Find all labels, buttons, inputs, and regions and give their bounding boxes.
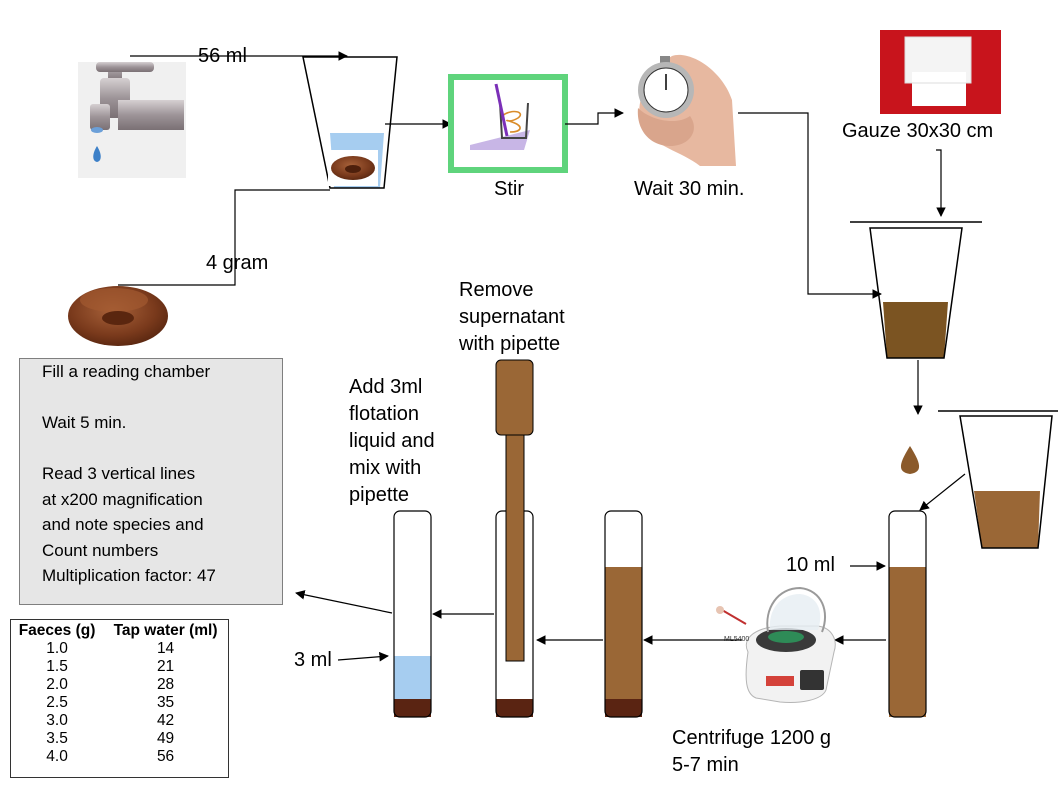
table-header: Faeces (g) bbox=[18, 622, 96, 639]
instruction-line: Wait 5 min. bbox=[42, 413, 127, 432]
table-header: Tap water (ml) bbox=[113, 622, 218, 639]
tube-filled-10ml bbox=[888, 510, 927, 718]
wait-30-label: Wait 30 min. bbox=[634, 178, 745, 200]
instruction-line bbox=[42, 436, 282, 462]
table-cell: 3.5 bbox=[46, 730, 68, 747]
instruction-line: Multiplication factor: 47 bbox=[42, 566, 216, 585]
table-row: 2.5 35 bbox=[11, 694, 228, 712]
faeces-icon bbox=[68, 286, 168, 346]
arrow-to-reading bbox=[295, 590, 393, 614]
table-cell: 21 bbox=[156, 658, 175, 675]
instruction-line bbox=[42, 385, 282, 411]
table-cell: 42 bbox=[156, 712, 175, 729]
table-cell: 56 bbox=[156, 748, 175, 765]
ten-ml-label: 10 ml bbox=[786, 554, 835, 576]
faeces-mass-label: 4 gram bbox=[206, 252, 269, 274]
arrow-to-wait bbox=[565, 108, 624, 125]
instruction-line: Count numbers bbox=[42, 540, 159, 560]
table-cell: 2.5 bbox=[46, 694, 68, 711]
reading-instructions-box: Fill a reading chamber Wait 5 min. Read … bbox=[19, 358, 283, 605]
table-cell: 1.5 bbox=[46, 658, 68, 675]
table-cell: 49 bbox=[156, 730, 175, 747]
instruction-line: and note species and bbox=[42, 515, 204, 534]
faeces-line bbox=[118, 189, 330, 286]
table-row: 2.0 28 bbox=[11, 676, 228, 694]
table-cell: 1.0 bbox=[46, 640, 68, 657]
tap-icon bbox=[78, 62, 186, 178]
table-row: 3.0 42 bbox=[11, 712, 228, 730]
table-cell: 4.0 bbox=[46, 748, 68, 765]
instruction-line: Read 3 vertical lines bbox=[42, 464, 196, 483]
add-flotation-label: Add 3ml flotation liquid and mix with pi… bbox=[349, 376, 435, 506]
arrow-to-tube1 bbox=[919, 473, 966, 511]
table-cell: 14 bbox=[156, 640, 175, 657]
filter-beaker bbox=[850, 221, 982, 359]
filtrate-beaker bbox=[938, 410, 1058, 549]
instruction-line: Fill a reading chamber bbox=[42, 362, 211, 381]
arrow-3ml bbox=[337, 651, 389, 662]
table-cell: 28 bbox=[156, 676, 175, 693]
mixing-beaker bbox=[302, 56, 398, 189]
gauze-icon bbox=[880, 30, 1001, 114]
centrifuge-label: Centrifuge 1200 g 5-7 min bbox=[672, 727, 832, 776]
water-volume-label: 56 ml bbox=[198, 45, 247, 67]
table-row: 1.5 21 bbox=[11, 658, 228, 676]
droplet-icon bbox=[900, 446, 920, 474]
table-row: 1.0 14 bbox=[11, 640, 228, 658]
tube-centrifuged bbox=[604, 510, 643, 718]
stir-label: Stir bbox=[494, 178, 524, 200]
table-cell: 2.0 bbox=[46, 676, 68, 693]
gauze-label: Gauze 30x30 cm bbox=[842, 120, 994, 142]
centrifuge-icon bbox=[716, 586, 836, 703]
table-cell: 35 bbox=[156, 694, 175, 711]
arrow-to-gauze-beaker bbox=[738, 112, 882, 299]
stir-icon bbox=[448, 74, 568, 173]
table-cell: 3.0 bbox=[46, 712, 68, 729]
instruction-line: at x200 magnification bbox=[42, 489, 203, 509]
three-ml-label: 3 ml bbox=[294, 649, 332, 671]
table-row: 4.0 56 bbox=[11, 748, 228, 766]
pipette-icon bbox=[495, 359, 534, 662]
remove-supernatant-label: Remove supernatant with pipette bbox=[459, 279, 565, 355]
stopwatch-icon bbox=[637, 54, 736, 167]
arrow-from-gauze bbox=[936, 149, 946, 217]
faeces-water-ratio-table: Faeces (g) Tap water (ml) 1.0 14 1.5 21 2.… bbox=[10, 619, 229, 778]
tube-flotation bbox=[393, 510, 432, 718]
table-row: 3.5 49 bbox=[11, 730, 228, 748]
